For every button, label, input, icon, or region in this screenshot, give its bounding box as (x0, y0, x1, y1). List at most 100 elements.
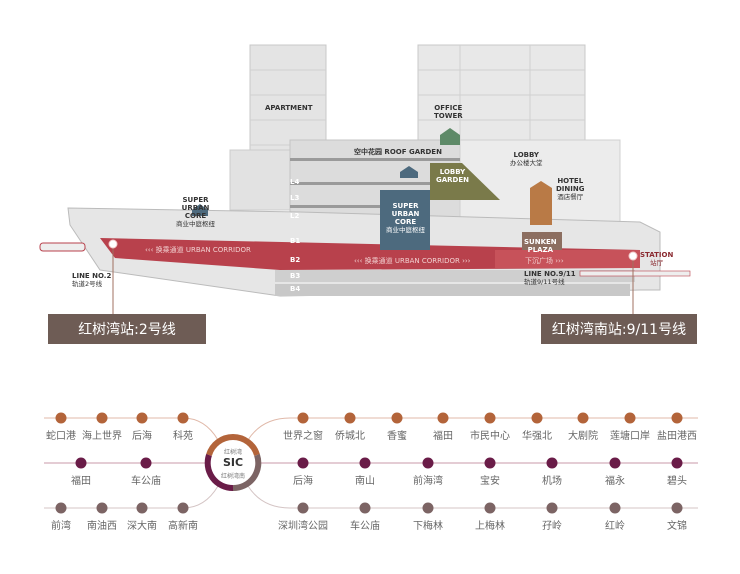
station-dot (546, 502, 558, 514)
station-name: 市民中心 (470, 431, 510, 442)
floor-l2: L2 (290, 212, 300, 220)
station-name: 南山 (355, 476, 375, 487)
callout-right-station: 红树湾南站:9/11号线 (541, 314, 697, 344)
station-dot (359, 457, 371, 469)
suc-center-line1: SUPER (392, 202, 419, 210)
station-name: 莲塘口岸 (610, 431, 650, 442)
station-name: 碧头 (667, 476, 687, 487)
station-name: 后海 (132, 431, 152, 442)
lobby-garden-line1: LOBBY (439, 168, 466, 176)
station-line1: STATION (640, 251, 674, 259)
apartment-label: APARTMENT (265, 104, 313, 112)
station-dot (624, 412, 636, 424)
station-name: 上梅林 (475, 521, 505, 532)
station-dot (609, 502, 621, 514)
floor-b4: B4 (290, 285, 301, 293)
station-dot (96, 412, 108, 424)
lobby-garden-line2: GARDEN (436, 176, 470, 184)
station-dot (671, 412, 683, 424)
suc-left-line4: 商业中庭枢纽 (176, 220, 215, 228)
floor-b3: B3 (290, 272, 301, 280)
suc-left-line1: SUPER (182, 196, 209, 204)
station-dot (422, 502, 434, 514)
station-name: 深大南 (127, 521, 157, 532)
station-name: 盐田港西 (657, 431, 697, 442)
station-name: 文锦 (667, 521, 687, 532)
suc-left-line2: URBAN (181, 204, 210, 212)
suc-center-line3: CORE (394, 218, 417, 226)
station-name: 南油西 (87, 521, 117, 532)
station-dot (577, 412, 589, 424)
station-dot (437, 412, 449, 424)
sunken-plaza-line2: PLAZA (527, 246, 554, 254)
station-name: 海上世界 (82, 431, 122, 442)
station-dot (609, 457, 621, 469)
station-dot (484, 412, 496, 424)
station-name: 华强北 (522, 431, 552, 442)
station-dot (297, 502, 309, 514)
corridor-center-label: ‹‹‹ 换乘通道 URBAN CORRIDOR ››› (354, 257, 471, 265)
sic-logo: SIC (222, 456, 244, 469)
sunken-plaza-line1: SUNKEN (524, 238, 557, 246)
station-name: 前湾 (51, 521, 71, 532)
station-dot (391, 412, 403, 424)
station-dot (96, 502, 108, 514)
station-name: 红岭 (605, 521, 625, 532)
station-name: 大剧院 (568, 431, 598, 442)
office-tower-line1: OFFICE (434, 104, 463, 112)
station-name: 科苑 (173, 431, 193, 442)
suc-center-line2: URBAN (391, 210, 420, 218)
station-name: 后海 (293, 476, 313, 487)
line911-line1: LINE NO.9/11 (524, 270, 576, 278)
station-name: 孖岭 (542, 521, 562, 532)
station-name: 车公庙 (131, 476, 161, 487)
station-dot (484, 457, 496, 469)
station-dot (359, 502, 371, 514)
callout-left-station: 红树湾站:2号线 (48, 314, 206, 344)
station-name: 深圳湾公园 (278, 521, 328, 532)
station-name: 前海湾 (413, 476, 443, 487)
station-dot (55, 502, 67, 514)
station-name: 侨城北 (335, 431, 365, 442)
line2-line1: LINE NO.2 (72, 272, 112, 280)
hub-top-label: 红树湾 (223, 449, 242, 456)
station-name: 机场 (542, 476, 562, 487)
office-tower-line2: TOWER (434, 112, 463, 120)
floor-l3: L3 (290, 194, 300, 202)
station-dot (136, 412, 148, 424)
station-line2: 站厅 (650, 259, 664, 267)
station-dot (531, 412, 543, 424)
station-name: 福永 (605, 476, 625, 487)
station-name: 高新南 (168, 521, 198, 532)
station-dot (671, 457, 683, 469)
station-dot (297, 457, 309, 469)
station-name: 世界之窗 (283, 431, 323, 442)
station-dot (671, 502, 683, 514)
station-dot (422, 457, 434, 469)
line911-line2: 轨道9/11号线 (524, 278, 565, 286)
suc-left-line3: CORE (184, 212, 207, 220)
floor-b2: B2 (290, 256, 301, 264)
station-name: 蛇口港 (46, 431, 76, 442)
roof-garden-label: 空中花园 ROOF GARDEN (354, 148, 442, 156)
lobby-line2: 办公楼大堂 (510, 159, 543, 167)
station-name: 福田 (71, 476, 91, 487)
suc-center-line4: 商业中庭枢纽 (386, 226, 425, 234)
station-dot (546, 457, 558, 469)
lobby-line1: LOBBY (513, 151, 540, 159)
building-section-illustration (39, 44, 691, 314)
station-name: 下梅林 (413, 521, 443, 532)
hotel-dining-line3: 酒店餐厅 (557, 193, 584, 201)
station-dot (297, 412, 309, 424)
station-dot (484, 502, 496, 514)
floor-l4: L4 (290, 178, 300, 186)
